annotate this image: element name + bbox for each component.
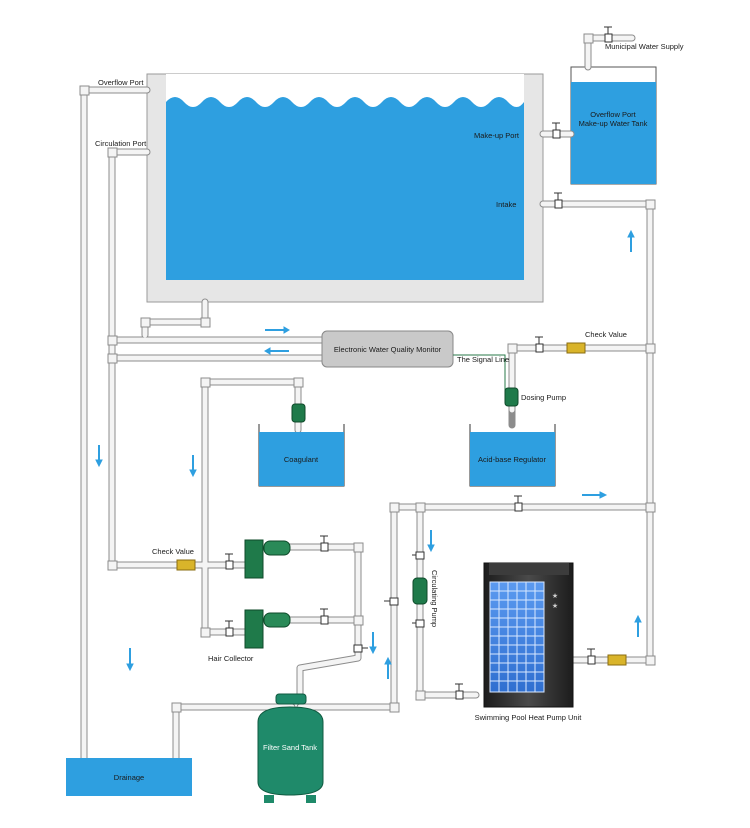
- heat-pump-unit: ★ ★: [483, 562, 574, 708]
- heat-pump-indicator-1: ★: [552, 592, 558, 600]
- pipe-joints: [79, 33, 656, 713]
- circulating-pump-label: Circulating Pump: [430, 570, 439, 627]
- tank-overflow-port-label: Overflow Port: [590, 110, 636, 119]
- municipal-valve[interactable]: [604, 26, 613, 43]
- heat-pump-indicator-2: ★: [552, 602, 558, 610]
- heatpump-in-valve[interactable]: [455, 683, 464, 700]
- arrow-up-right-bottom: [634, 614, 642, 637]
- makeup-water-tank: [570, 66, 657, 185]
- circulation-port-label: Circulation Port: [95, 139, 147, 148]
- makeup-tank-label: Make-up Water Tank: [579, 119, 648, 128]
- arrow-down-filter: [369, 632, 377, 655]
- arrow-down-drain: [126, 648, 134, 672]
- signal-line-label: The Signal Line: [457, 355, 509, 364]
- arrow-up-right-top: [627, 229, 635, 252]
- valves: [225, 26, 613, 700]
- arrow-down-middle: [189, 455, 197, 478]
- check-valves: [176, 342, 627, 666]
- circ-valve-bottom[interactable]: [412, 619, 425, 628]
- arrow-down-circ: [427, 530, 435, 553]
- hair-valve[interactable]: [225, 620, 234, 637]
- circ-valve-top[interactable]: [412, 551, 425, 560]
- arrow-down-left: [95, 445, 103, 468]
- makeup-port-label: Make-up Port: [474, 131, 520, 140]
- arrow-up-filter: [384, 656, 392, 679]
- pool: [146, 73, 544, 303]
- signal-line: [453, 354, 506, 395]
- coagulant-tank: Coagulant: [258, 424, 345, 487]
- check-valve-top[interactable]: [566, 342, 586, 354]
- pump1-valve[interactable]: [320, 535, 329, 552]
- acid-base-label: Acid-base Regulator: [478, 455, 546, 464]
- dosing-pump-label: Dosing Pump: [521, 393, 566, 402]
- check-valve-heatpump[interactable]: [607, 654, 627, 666]
- acid-base-tank: Acid-base Regulator: [469, 424, 556, 487]
- hair-collector-label: Hair Collector: [208, 654, 254, 663]
- monitor-label: Electronic Water Quality Monitor: [334, 345, 442, 354]
- arrow-right-monitor: [265, 326, 290, 334]
- return-valve[interactable]: [514, 495, 523, 512]
- pump-group-1[interactable]: [244, 539, 291, 579]
- intake-valve[interactable]: [554, 192, 563, 209]
- arrow-left-monitor: [264, 347, 289, 355]
- dosing-pump[interactable]: [504, 387, 519, 407]
- municipal-label: Municipal Water Supply: [605, 42, 684, 51]
- makeup-tank-water: [571, 82, 656, 184]
- top-valve[interactable]: [535, 336, 544, 353]
- pool-water: [166, 97, 524, 280]
- pump-group-2[interactable]: [244, 609, 291, 649]
- check-valve-left[interactable]: [176, 559, 196, 571]
- circulating-pump[interactable]: [412, 577, 428, 605]
- heat-pump-label: Swimming Pool Heat Pump Unit: [475, 713, 583, 722]
- filter-sand-tank: Filter Sand Tank: [257, 693, 324, 803]
- water-quality-monitor: Electronic Water Quality Monitor: [321, 330, 454, 368]
- arrow-right-return: [582, 491, 608, 499]
- overflow-port-label: Overflow Port: [98, 78, 144, 87]
- heat-pump-grid: [489, 581, 545, 693]
- pump2-valve[interactable]: [320, 608, 329, 625]
- left-valve[interactable]: [225, 553, 234, 570]
- intake-label: Intake: [496, 200, 516, 209]
- check-valve-left-label: Check Value: [152, 547, 194, 556]
- makeup-valve[interactable]: [552, 122, 561, 139]
- check-valve-top-label: Check Value: [585, 330, 627, 339]
- coagulant-pump[interactable]: [291, 403, 306, 423]
- filter-sand-tank-label: Filter Sand Tank: [263, 743, 317, 752]
- filter-valve[interactable]: [353, 644, 368, 653]
- coagulant-label: Coagulant: [284, 455, 319, 464]
- drainage: Drainage: [66, 758, 192, 796]
- drainage-label: Drainage: [114, 773, 144, 782]
- heatpump-out-valve[interactable]: [587, 648, 596, 665]
- side-valve[interactable]: [384, 597, 399, 606]
- flow-arrows: [95, 229, 642, 679]
